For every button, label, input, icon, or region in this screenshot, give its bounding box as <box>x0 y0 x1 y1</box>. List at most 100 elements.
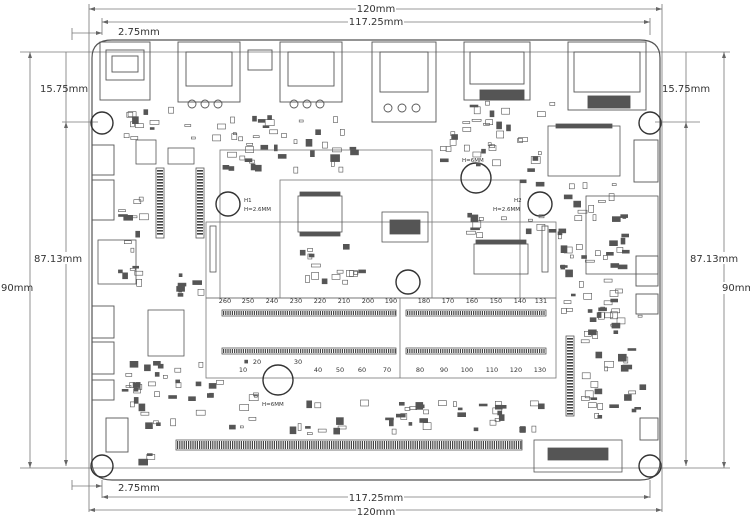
smd-part <box>385 417 394 421</box>
pin-label: 60 <box>358 366 366 374</box>
pin-tick <box>390 349 392 353</box>
smd-part <box>580 339 590 344</box>
smd-part <box>388 419 394 427</box>
pin-tick <box>192 441 194 449</box>
smd-part <box>216 379 224 385</box>
pin-tick <box>335 311 337 315</box>
header-pin <box>567 386 573 388</box>
pin-tick <box>518 441 520 449</box>
header-pin <box>567 344 573 346</box>
pin-tick <box>499 311 501 315</box>
pin-tick <box>262 349 264 353</box>
smd-part <box>531 425 537 433</box>
pin-tick <box>331 441 333 449</box>
pin-tick <box>185 441 187 449</box>
pin-label: 40 <box>314 366 322 374</box>
pin-tick <box>344 441 346 449</box>
header-pin <box>157 200 163 202</box>
header-pin <box>567 413 573 415</box>
smd-part <box>133 397 139 404</box>
smd-part <box>123 133 130 138</box>
smd-part <box>485 100 490 106</box>
pin-tick <box>528 349 530 353</box>
pin-tick <box>368 311 370 315</box>
smd-part <box>616 317 626 325</box>
header-pin <box>197 188 203 190</box>
smd-part <box>398 401 405 406</box>
smd-part <box>501 216 507 221</box>
pin-tick <box>412 441 414 449</box>
pin-tick <box>223 311 225 315</box>
pin-label: 90 <box>440 366 448 374</box>
pin-tick <box>420 349 422 353</box>
pin-tick <box>306 441 308 449</box>
pin-tick <box>490 311 492 315</box>
pin-label: 230 <box>290 297 302 305</box>
pin-tick <box>181 441 183 449</box>
smd-part <box>603 278 613 283</box>
smd-part <box>573 200 582 208</box>
pin-tick <box>245 311 247 315</box>
smd-part <box>637 314 643 318</box>
smd-part <box>170 418 176 427</box>
smd-part <box>585 259 595 263</box>
pin-tick <box>514 349 516 353</box>
pin-tick <box>484 311 486 315</box>
mounting-hole-bottom-left <box>90 454 114 478</box>
pin-tick <box>287 441 289 449</box>
smd-part <box>333 427 341 435</box>
pin-label: 150 <box>490 297 502 305</box>
pin-tick <box>258 441 260 449</box>
smd-part <box>496 130 505 139</box>
smd-part <box>148 381 156 387</box>
pin-tick <box>179 441 181 449</box>
pin-tick <box>357 311 359 315</box>
smd-part <box>330 154 340 162</box>
pin-tick <box>238 441 240 449</box>
smd-part <box>639 384 647 391</box>
smd-part <box>463 144 470 152</box>
pin-tick <box>421 441 423 449</box>
pin-tick <box>265 441 267 449</box>
header-pin <box>567 401 573 403</box>
smd-part <box>611 322 621 329</box>
pin-tick <box>407 349 409 353</box>
pin-tick <box>422 311 424 315</box>
pin-tick <box>534 311 536 315</box>
pin-label: 250 <box>242 297 254 305</box>
header-pin <box>197 230 203 232</box>
pin-tick <box>262 311 264 315</box>
pin-tick <box>346 349 348 353</box>
pin-tick <box>372 441 374 449</box>
smd-part <box>415 402 424 410</box>
pin-tick <box>311 349 313 353</box>
pin-label: 220 <box>314 297 326 305</box>
standoff-h1 <box>215 191 241 217</box>
pin-tick <box>539 349 541 353</box>
smd-part <box>306 400 313 409</box>
smd-part <box>322 141 328 149</box>
smd-part <box>145 422 153 430</box>
pin-tick <box>459 311 461 315</box>
smd-part <box>250 163 256 171</box>
pin-label: 180 <box>418 297 430 305</box>
smd-part <box>305 275 310 283</box>
smd-part <box>574 215 583 221</box>
pin-tick <box>442 349 444 353</box>
pin-tick <box>480 441 482 449</box>
smd-part <box>492 159 501 167</box>
smd-part <box>457 412 467 418</box>
pin-label: 210 <box>338 297 350 305</box>
standoff-bottom-6mm <box>262 364 294 396</box>
pin-tick <box>455 349 457 353</box>
smd-part <box>305 426 311 429</box>
pin-tick <box>225 441 227 449</box>
smd-part <box>588 205 595 213</box>
pin-label: 200 <box>362 297 374 305</box>
smd-part <box>144 364 151 372</box>
pin-tick <box>317 349 319 353</box>
smd-part <box>592 214 597 221</box>
smd-part <box>537 403 545 410</box>
pin-tick <box>488 349 490 353</box>
pin-tick <box>486 311 488 315</box>
